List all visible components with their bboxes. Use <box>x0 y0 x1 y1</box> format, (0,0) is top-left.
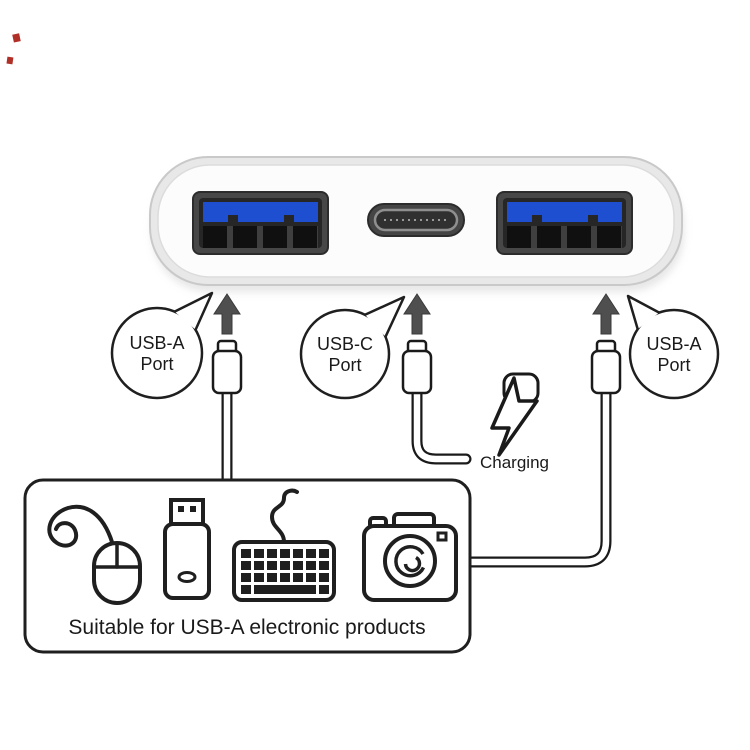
cables <box>221 382 612 568</box>
keyboard-keys <box>241 549 329 594</box>
cable-right <box>468 388 610 566</box>
usb-flash-drive-icon <box>163 498 211 600</box>
up-arrow-right <box>592 293 620 335</box>
callout-tail <box>626 294 660 330</box>
callout-label-line2: Port <box>140 354 173 374</box>
cable-right-outline <box>468 388 612 568</box>
usb-a-port-right <box>496 191 633 255</box>
callout-label-line2: Port <box>657 355 690 375</box>
usb-plugs <box>211 339 622 395</box>
products-box: Suitable for USB-A electronic products <box>23 478 472 654</box>
up-arrows <box>213 293 620 335</box>
callout-label-line1: USB-C <box>317 334 373 354</box>
camera-icon <box>362 512 458 602</box>
usb-c-port <box>367 203 465 237</box>
callout-usb-a-right: USB-A Port <box>626 294 720 400</box>
cable-center <box>413 384 470 463</box>
callout-label-line1: USB-A <box>646 334 701 354</box>
callout-bubble <box>299 308 391 400</box>
usb-plug-center <box>401 339 433 395</box>
usb-hub <box>149 156 684 292</box>
lightning-bolt-icon <box>490 376 539 457</box>
callout-bubble <box>628 308 720 400</box>
usb-plug-left <box>211 339 243 395</box>
usb-a-port-left <box>192 191 329 255</box>
callout-tail <box>364 295 406 338</box>
usb-plug-right <box>590 339 622 395</box>
callout-tail <box>174 291 214 331</box>
callout-label-line2: Port <box>328 355 361 375</box>
callout-usb-a-left: USB-A Port <box>110 291 214 400</box>
mouse-icon <box>47 504 142 605</box>
charging-label: Charging <box>480 453 549 472</box>
usb-a-blue-tongue <box>507 202 622 222</box>
callout-label-line1: USB-A <box>129 333 184 353</box>
usb-a-blue-tongue <box>203 202 318 222</box>
keyboard-icon <box>232 488 336 602</box>
callout-bubble <box>110 306 204 400</box>
callout-usb-c-center: USB-C Port <box>299 295 406 400</box>
up-arrow-center <box>403 293 431 335</box>
up-arrow-left <box>213 293 241 335</box>
products-box-caption: Suitable for USB-A electronic products <box>68 616 425 639</box>
cable-center-outline <box>411 382 472 465</box>
red-artifact-marks <box>6 33 21 65</box>
charging-indicator: Charging <box>480 372 549 472</box>
